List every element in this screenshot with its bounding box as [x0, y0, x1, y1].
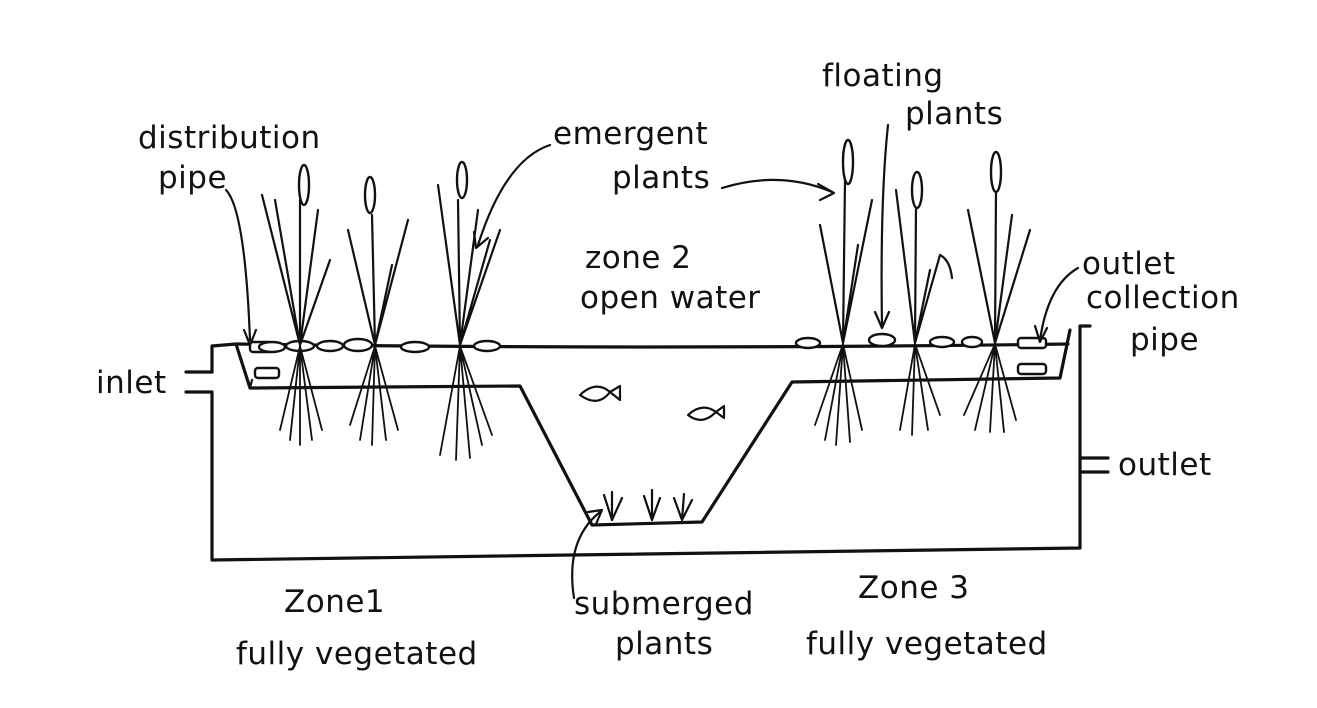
- arrow-emergent-left: [476, 143, 552, 247]
- arrow-distribution-pipe: [224, 188, 252, 342]
- arrow-emergent-right: [720, 178, 834, 194]
- label-zone3: Zone 3: [858, 570, 970, 606]
- arrow-outlet-collection: [1038, 266, 1080, 342]
- label-zone2-open-water: open water: [580, 280, 761, 316]
- arrow-submerged: [571, 510, 602, 600]
- label-distribution-pipe: pipe: [158, 160, 227, 196]
- label-outlet-collection-2: collection: [1086, 280, 1240, 316]
- label-emergent: emergent: [553, 116, 708, 152]
- label-zone1: Zone1: [284, 584, 385, 620]
- emergent-plants-zone3: [814, 138, 1032, 446]
- label-distribution: distribution: [138, 120, 321, 156]
- outlet-collection-pipe: [1016, 336, 1048, 376]
- inlet-pipe: [184, 370, 214, 394]
- floating-plants: [257, 332, 984, 354]
- label-zone2: zone 2: [585, 240, 692, 276]
- label-inlet: inlet: [96, 365, 167, 401]
- basin-outline: [210, 324, 1092, 562]
- label-outlet-collection-1: outlet: [1082, 246, 1176, 282]
- label-zone1-fully-vegetated: fully vegetated: [236, 636, 478, 672]
- label-outlet-collection-3: pipe: [1130, 322, 1199, 358]
- label-emergent-plants: plants: [612, 160, 710, 196]
- arrow-floating: [880, 123, 890, 327]
- submerged-plants: [602, 488, 694, 522]
- basin: [210, 324, 1092, 562]
- fish: [578, 384, 726, 421]
- label-outlet: outlet: [1118, 447, 1212, 483]
- emergent-plants-zone1: [260, 160, 502, 461]
- label-floating: floating: [822, 58, 944, 94]
- labels: inlet distribution pipe emergent plants …: [96, 58, 1240, 672]
- outlet-pipe: [1078, 456, 1110, 474]
- label-submerged-plants: plants: [615, 626, 713, 662]
- label-floating-plants: plants: [905, 96, 1003, 132]
- zone1-bed: [248, 378, 254, 390]
- label-zone3-fully-vegetated: fully vegetated: [806, 626, 1048, 662]
- label-submerged: submerged: [574, 586, 754, 622]
- leader-arrows: [224, 123, 1080, 600]
